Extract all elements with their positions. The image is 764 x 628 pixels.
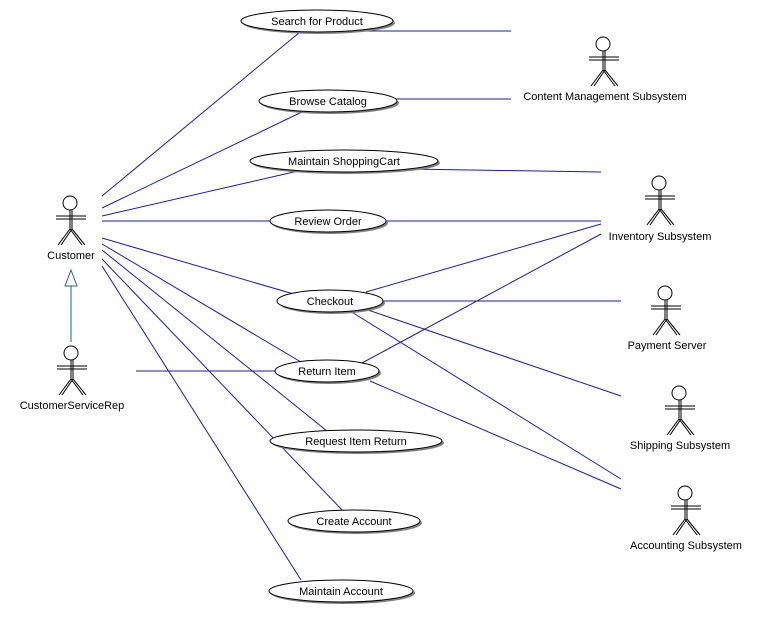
- use-case-checkout[interactable]: Checkout: [276, 289, 385, 314]
- stick-figure-icon: [644, 175, 676, 226]
- use-case-request-item-return[interactable]: Request Item Return: [269, 429, 444, 454]
- use-case-maintain-account[interactable]: Maintain Account: [268, 579, 415, 604]
- use-case-label: Return Item: [298, 366, 355, 378]
- use-case-create-account[interactable]: Create Account: [287, 509, 422, 534]
- stick-figure-icon: [670, 485, 702, 536]
- actor-label: Shipping Subsystem: [630, 440, 730, 452]
- actor-label: CustomerServiceRep: [20, 400, 125, 412]
- stick-figure-icon: [650, 285, 682, 336]
- actor-payment-server[interactable]: Payment Server: [628, 285, 707, 352]
- actor-accounting-subsystem[interactable]: Accounting Subsystem: [630, 485, 742, 552]
- actor-inventory-subsystem[interactable]: Inventory Subsystem: [609, 175, 712, 243]
- assoc-customer-return: [101, 243, 307, 366]
- assoc-customer-maintain-account: [101, 265, 302, 581]
- use-case-maintain-shoppingcart[interactable]: Maintain ShoppingCart: [249, 149, 440, 174]
- use-case-review-order[interactable]: Review Order: [269, 209, 388, 234]
- use-case-label: Browse Catalog: [289, 96, 367, 108]
- actor-customer[interactable]: Customer: [47, 195, 95, 262]
- actor-label: Accounting Subsystem: [630, 540, 742, 552]
- assoc-checkout-accounting: [349, 310, 622, 480]
- assoc-return-inventory: [361, 233, 602, 364]
- assoc-customer-request-return: [101, 249, 328, 432]
- assoc-customer-checkout: [101, 237, 298, 296]
- actor-label: Content Management Subsystem: [523, 91, 686, 103]
- actor-label: Customer: [47, 250, 95, 262]
- assoc-cart-inventory: [407, 168, 602, 173]
- use-case-search-for-product[interactable]: Search for Product: [240, 9, 395, 34]
- use-case-label: Search for Product: [271, 16, 363, 28]
- use-case-label: Checkout: [307, 296, 353, 308]
- assoc-customer-create-account: [101, 258, 344, 512]
- actor-customerservicerep[interactable]: CustomerServiceRep: [20, 345, 125, 412]
- assoc-checkout-inventory: [365, 223, 602, 293]
- actor-shipping-subsystem[interactable]: Shipping Subsystem: [630, 385, 730, 452]
- assoc-customer-search: [101, 31, 301, 197]
- assoc-checkout-shipping: [367, 309, 622, 397]
- assoc-return-accounting: [369, 380, 622, 490]
- use-case-label: Maintain ShoppingCart: [288, 156, 400, 168]
- stick-figure-icon: [55, 195, 87, 246]
- use-case-label: Request Item Return: [305, 436, 407, 448]
- use-case-return-item[interactable]: Return Item: [274, 359, 381, 384]
- stick-figure-icon: [664, 385, 696, 436]
- assoc-customer-cart: [101, 170, 299, 217]
- use-case-label: Maintain Account: [299, 586, 383, 598]
- actor-label: Inventory Subsystem: [609, 231, 712, 243]
- stick-figure-icon: [56, 345, 88, 396]
- use-case-label: Review Order: [294, 216, 362, 228]
- assoc-customer-browse: [101, 110, 305, 209]
- use-case-browse-catalog[interactable]: Browse Catalog: [258, 89, 399, 114]
- association-lines: [101, 30, 622, 581]
- actor-label: Payment Server: [628, 340, 707, 352]
- stick-figure-icon: [588, 36, 620, 87]
- actor-content-management-subsystem[interactable]: Content Management Subsystem: [523, 36, 687, 103]
- use-case-label: Create Account: [316, 516, 391, 528]
- generalization-arrow: [64, 268, 78, 342]
